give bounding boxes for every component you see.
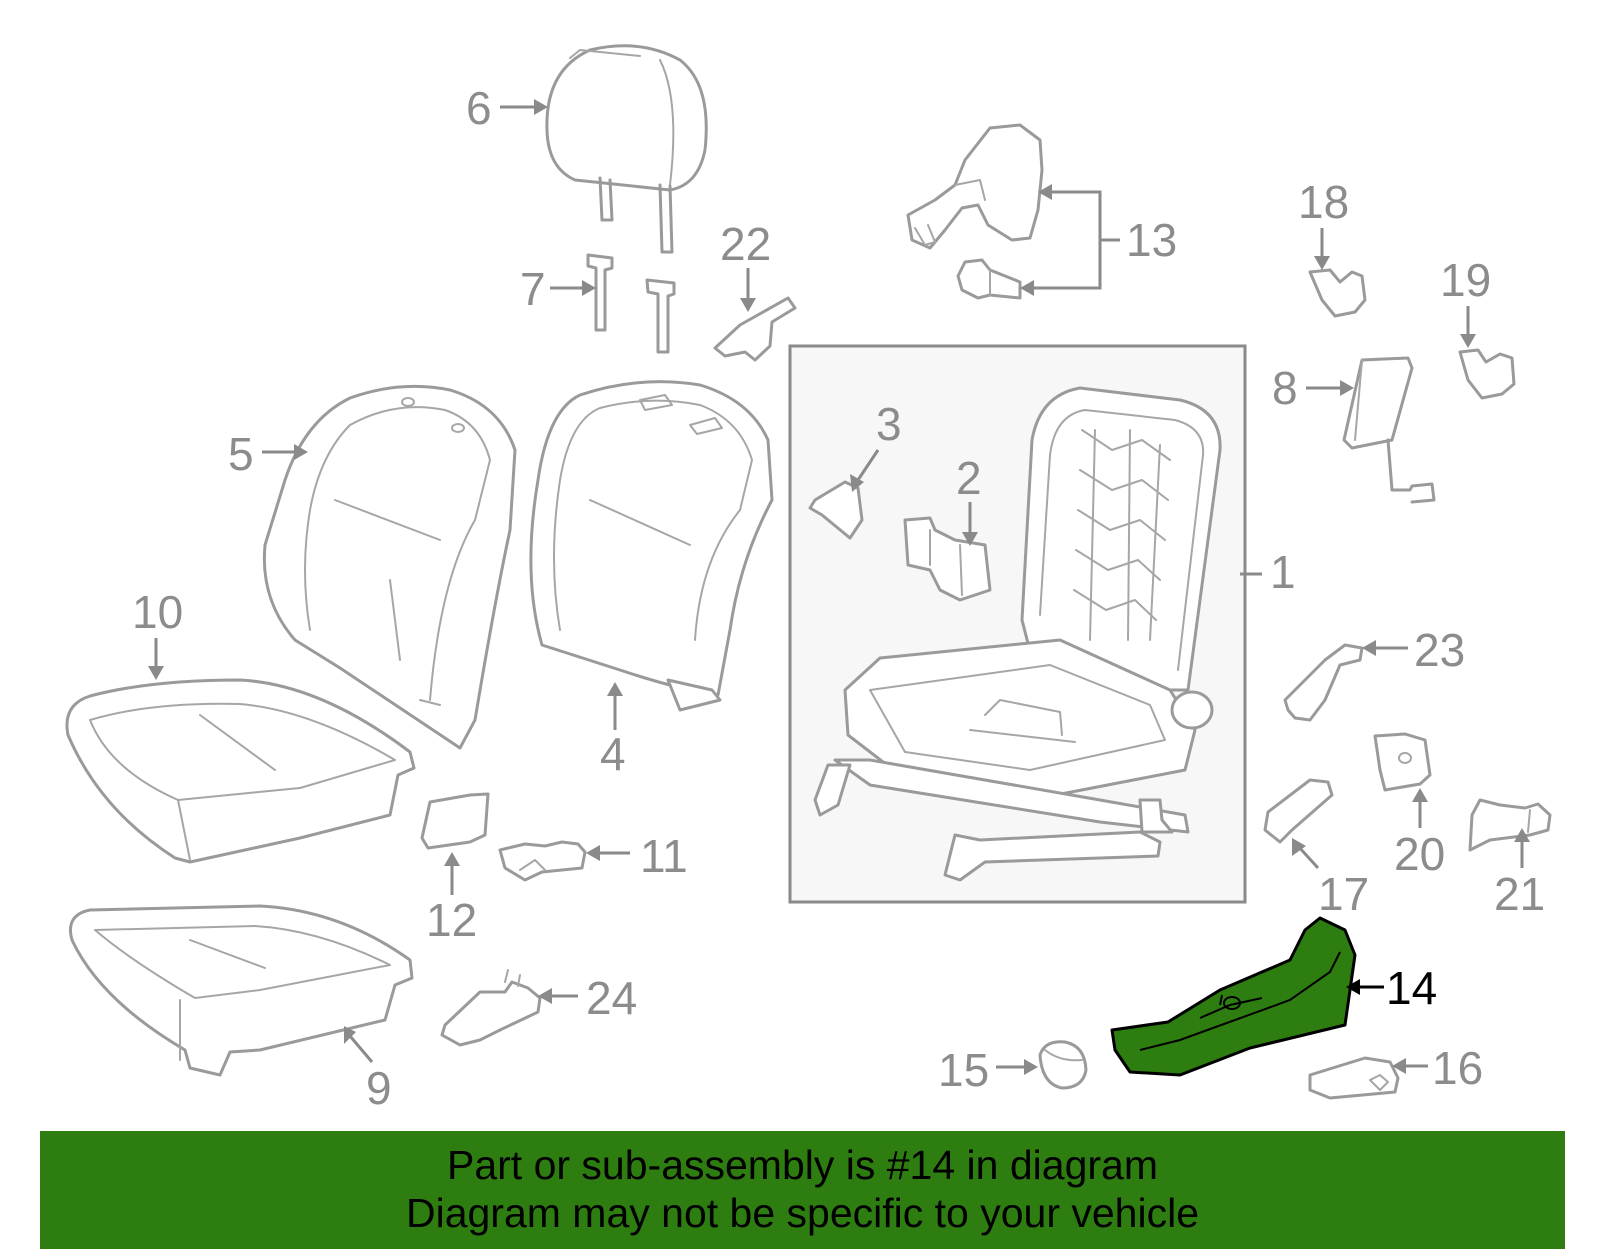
part-12-panel xyxy=(420,792,490,850)
part-9-seat-cushion-pad xyxy=(69,904,414,1077)
seat-parts-diagram: 1 2 3 4 5 6 7 xyxy=(65,44,1552,1114)
callout-6: 6 xyxy=(466,82,492,134)
seat-frame-assembly xyxy=(813,386,1222,882)
part-11-bracket xyxy=(498,840,587,882)
part-10-seat-cushion-cover xyxy=(65,678,416,864)
part-3-cover xyxy=(808,480,864,540)
part-18-clip xyxy=(1308,268,1367,318)
part-17-trim xyxy=(1263,778,1334,844)
callout-24: 24 xyxy=(586,972,637,1024)
callout-8: 8 xyxy=(1272,362,1298,414)
caption-part-note: Part or sub-assembly is #14 in diagram xyxy=(447,1142,1158,1188)
part-8-side-module xyxy=(1342,356,1436,504)
callout-9: 9 xyxy=(366,1062,392,1114)
callout-23: 23 xyxy=(1414,624,1465,676)
callout-22: 22 xyxy=(720,218,771,270)
callout-18: 18 xyxy=(1298,176,1349,228)
callout-14: 14 xyxy=(1386,962,1437,1014)
callout-12: 12 xyxy=(426,894,477,946)
part-22-bracket xyxy=(713,296,797,362)
callout-16: 16 xyxy=(1432,1042,1483,1094)
callout-4: 4 xyxy=(600,728,626,780)
part-15-cap xyxy=(1038,1040,1088,1090)
part-23-bracket xyxy=(1283,643,1364,722)
callout-15: 15 xyxy=(938,1044,989,1096)
callout-11: 11 xyxy=(640,830,688,882)
part-16-cover xyxy=(1308,1056,1400,1100)
part-7-headrest-guides xyxy=(586,253,676,354)
caption-banner: Part or sub-assembly is #14 in diagram D… xyxy=(40,1131,1565,1249)
caption-disclaimer: Diagram may not be specific to your vehi… xyxy=(405,1190,1199,1236)
part-21-housing xyxy=(1468,798,1552,852)
part-4-seatback-pad xyxy=(529,380,774,712)
part-2-bracket xyxy=(903,516,992,602)
part-14-seat-side-shield xyxy=(1110,916,1357,1077)
callout-19: 19 xyxy=(1440,254,1491,306)
callout-13: 13 xyxy=(1126,214,1177,266)
part-5-seatback-cover xyxy=(262,384,517,750)
callout-7: 7 xyxy=(520,263,546,315)
callout-17: 17 xyxy=(1318,868,1369,920)
callout-10: 10 xyxy=(132,586,183,638)
part-6-headrest xyxy=(545,44,708,254)
callout-20: 20 xyxy=(1394,828,1445,880)
part-13-adjuster xyxy=(906,123,1044,300)
callout-5: 5 xyxy=(228,428,254,480)
callout-21: 21 xyxy=(1494,868,1545,920)
part-19-clip xyxy=(1458,348,1516,400)
part-24-bracket xyxy=(440,969,542,1047)
callout-3: 3 xyxy=(876,398,902,450)
callout-1: 1 xyxy=(1270,546,1296,598)
callout-2: 2 xyxy=(956,452,982,504)
part-20-bracket xyxy=(1373,732,1432,792)
